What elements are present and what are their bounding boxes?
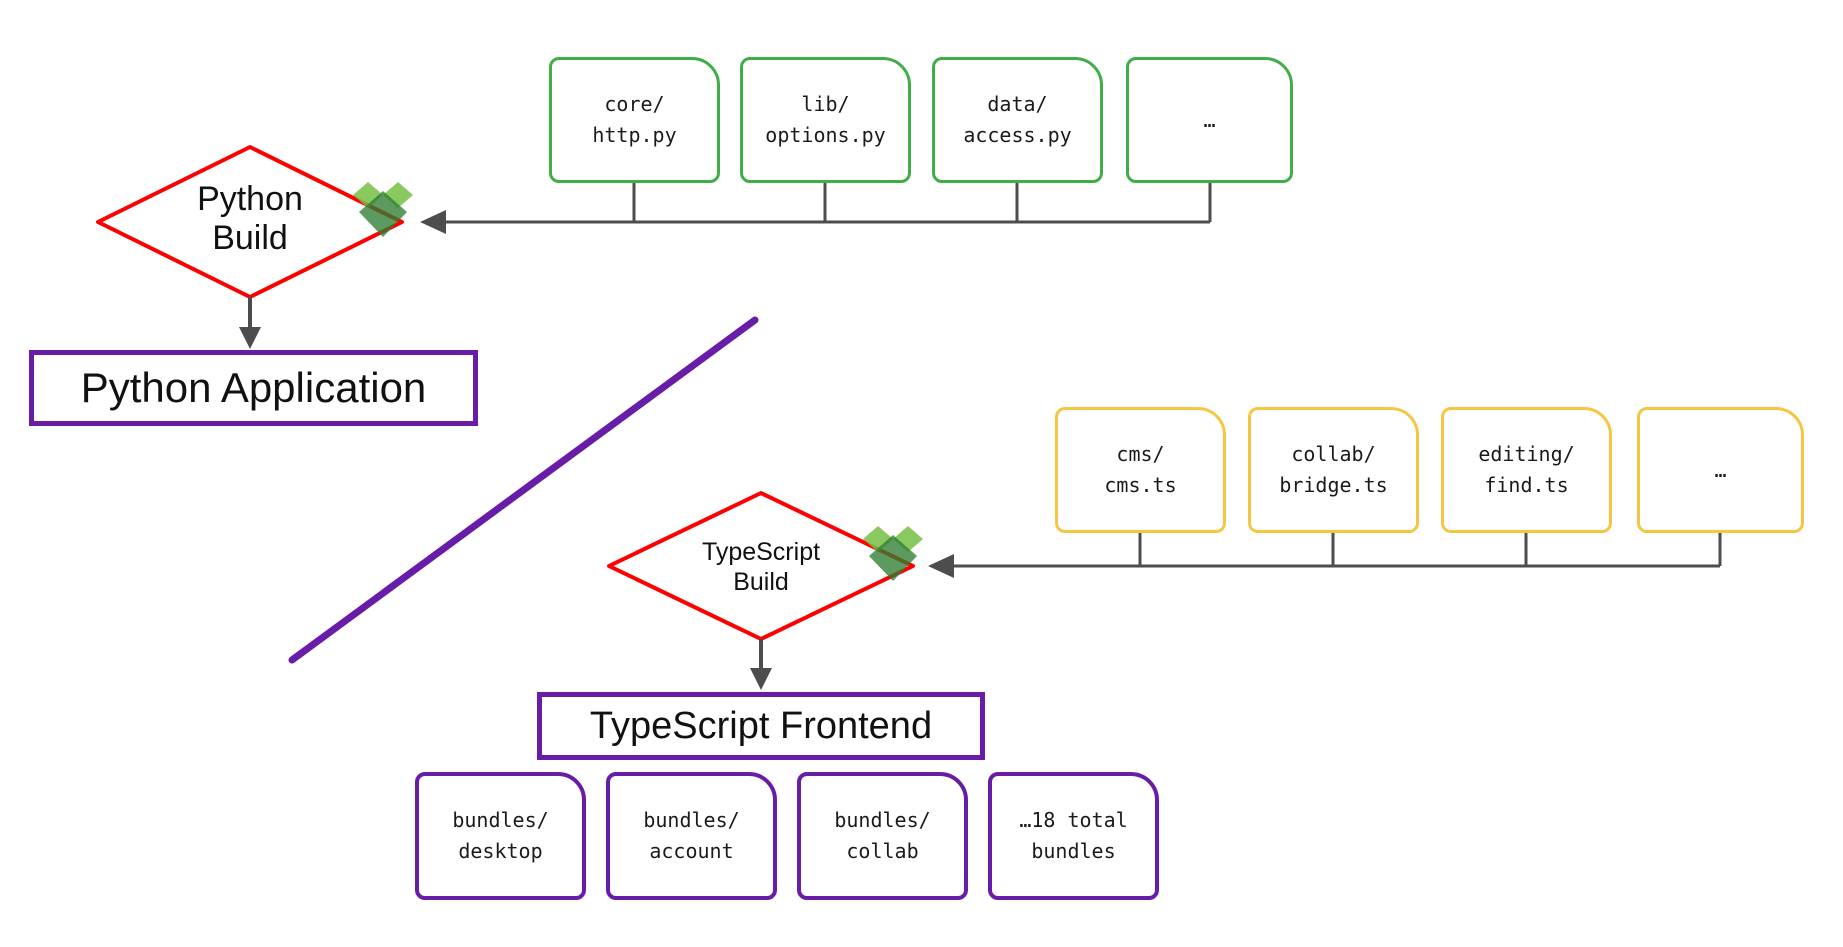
python-source-lib-options: lib/ options.py: [740, 57, 911, 183]
bazel-icon: [350, 179, 416, 243]
typescript-frontend-box: TypeScript Frontend: [537, 692, 985, 760]
bundle-account: bundles/ account: [606, 772, 777, 900]
typescript-arrowhead-down: [750, 668, 772, 690]
python-source-ellipsis: …: [1126, 57, 1293, 183]
bundle-collab: bundles/ collab: [797, 772, 968, 900]
bazel-icon: [860, 523, 926, 587]
python-build-label: Python Build: [197, 180, 303, 258]
section-divider-line: [288, 316, 759, 664]
python-application-box: Python Application: [29, 350, 478, 426]
typescript-source-cms: cms/ cms.ts: [1055, 407, 1226, 533]
python-arrowhead-left: [420, 210, 446, 234]
typescript-source-ellipsis: …: [1637, 407, 1804, 533]
python-source-core-http: core/ http.py: [549, 57, 720, 183]
python-source-connectors: [444, 183, 1212, 224]
typescript-source-connectors: [952, 533, 1722, 568]
typescript-arrowhead-left: [928, 554, 954, 578]
python-build-diamond: [96, 145, 404, 299]
typescript-source-editing-find: editing/ find.ts: [1441, 407, 1612, 533]
python-arrowhead-down: [239, 327, 261, 349]
typescript-build-label: TypeScript Build: [701, 538, 821, 596]
bundle-desktop: bundles/ desktop: [415, 772, 586, 900]
typescript-source-collab-bridge: collab/ bridge.ts: [1248, 407, 1419, 533]
typescript-build-diamond: [607, 491, 915, 641]
python-source-data-access: data/ access.py: [932, 57, 1103, 183]
bundle-total-count: …18 total bundles: [988, 772, 1159, 900]
